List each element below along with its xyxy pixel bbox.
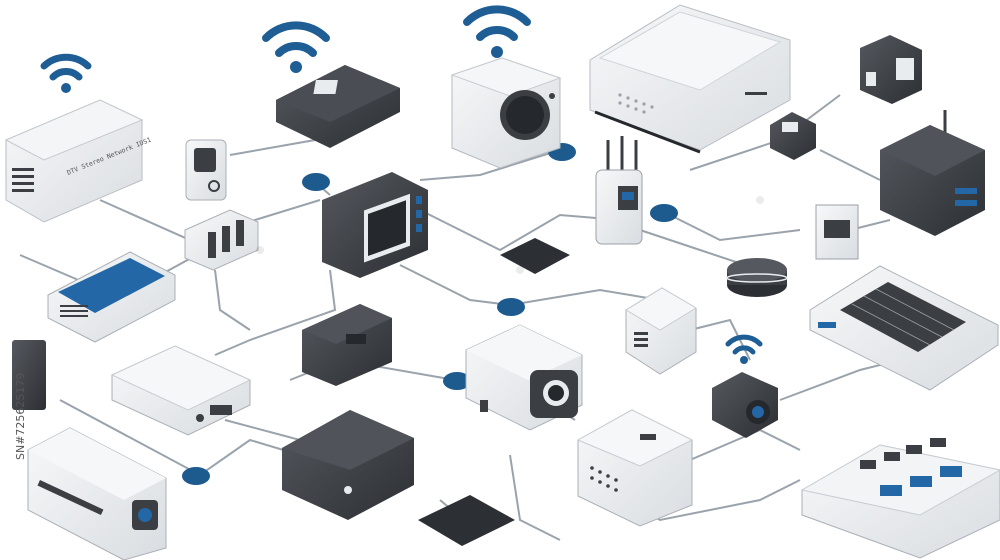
smart-speaker-puck-device [726,258,788,297]
dark-display-hub-device [322,172,428,278]
network-nodes [182,143,678,485]
server-box-device: DTV Stereo Network IDS1 [4,99,152,223]
nas-box-device [302,304,392,386]
white-heater-device [576,409,694,527]
wifi-icon [725,334,763,364]
tablet-hub-device [47,251,176,343]
network-node [443,372,471,390]
dark-hub-device [276,65,400,148]
network-switch-device [800,438,1000,559]
wifi-router-device [595,136,643,245]
dark-pad-device [500,238,570,274]
set-top-box-device [589,4,791,154]
security-camera-device [465,324,583,431]
stock-watermark [256,196,764,274]
white-sensor-cube-device [625,287,697,375]
dark-tile-device [418,495,515,546]
speaker-cube-device [450,57,562,169]
projector-device [27,427,167,560]
white-flat-router-device [110,345,252,436]
network-node [497,298,525,316]
network-node [182,467,210,485]
network-node [302,173,330,191]
sensor-cube-device [770,112,816,160]
side-sensor-device: SN#725625179 [12,340,46,460]
rack-switch-device [184,209,259,271]
smart-plug-device [185,139,227,201]
wifi-icon [463,5,531,58]
wifi-icon [40,53,92,93]
dark-router-device [880,110,985,236]
dark-camera-device [712,372,778,438]
network-node [650,204,678,222]
wall-switch-device [815,204,859,260]
side-serial-text: SN#725625179 [14,373,27,460]
panel-gateway-device [809,265,999,391]
dark-pc-device [282,410,414,520]
dark-plug-device [860,35,922,104]
wifi-icon [262,21,330,73]
